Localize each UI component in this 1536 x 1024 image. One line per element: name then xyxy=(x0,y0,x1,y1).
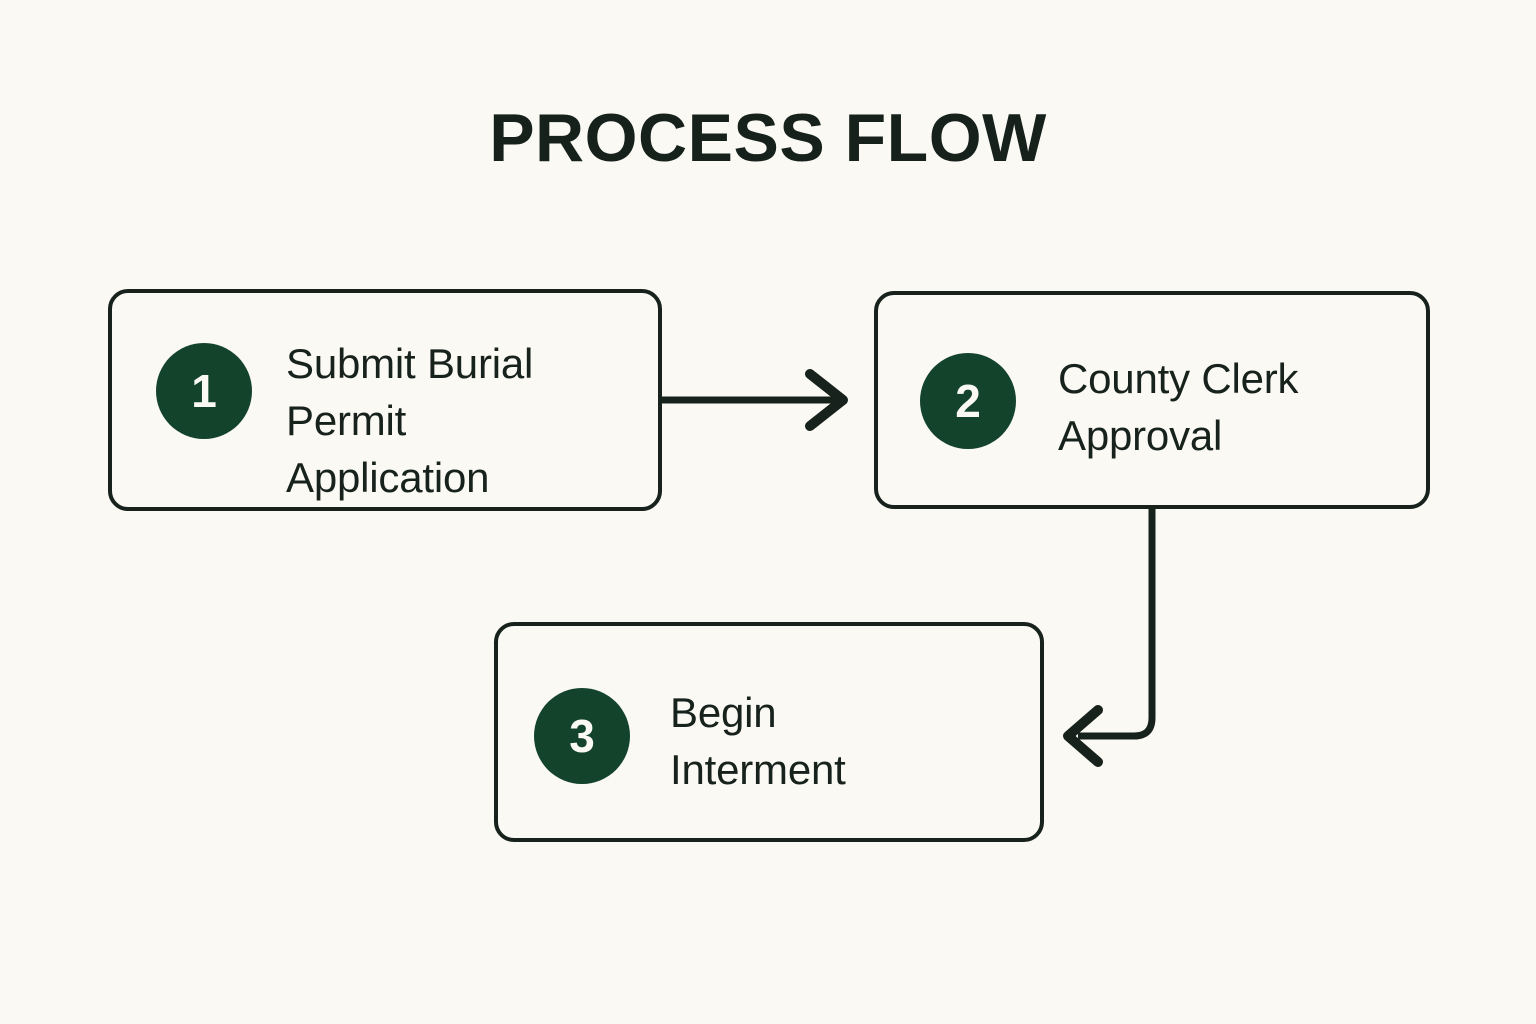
connector-step2-to-step3 xyxy=(1063,509,1156,767)
step-label-3: Begin Interment xyxy=(670,689,846,793)
step-number-badge-1: 1 xyxy=(156,343,252,439)
connector-line-2 xyxy=(1078,509,1156,740)
process-step-3[interactable]: 3 Begin Interment xyxy=(494,622,1044,842)
connector-step1-to-step2 xyxy=(662,369,848,431)
step-number-badge-2: 2 xyxy=(920,353,1016,449)
arrowhead-right-icon xyxy=(805,369,848,431)
process-step-1[interactable]: 1 Submit Burial Permit Application xyxy=(108,289,662,511)
process-step-2[interactable]: 2 County Clerk Approval xyxy=(874,291,1430,509)
arrowhead-left-icon xyxy=(1063,705,1103,767)
step-label-1: Submit Burial Permit Application xyxy=(286,340,534,501)
step-number-badge-3: 3 xyxy=(534,688,630,784)
page-title: PROCESS FLOW xyxy=(489,100,1047,176)
step-label-2: County Clerk Approval xyxy=(1058,355,1299,459)
